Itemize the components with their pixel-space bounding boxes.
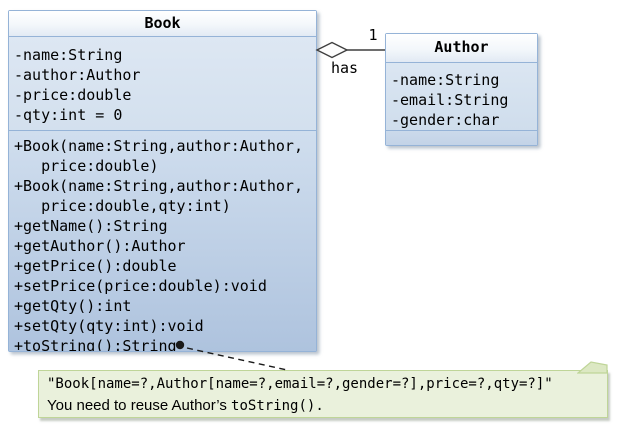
method-line: price:double,qty:int) [14,197,231,215]
attribute-line: -name:String [391,71,500,89]
attribute-line: -gender:char [391,111,500,129]
method-line: +getPrice():double [14,257,177,275]
class-title-author: Author [386,34,537,63]
method-line: +Book(name:String,author:Author, [14,137,303,155]
method-line: +setPrice(price:double):void [14,277,267,295]
method-line: +getName():String [14,217,168,235]
method-line: price:double) [14,157,159,175]
attribute-line: -price:double [14,86,132,104]
author-methods-compartment-empty [386,131,537,145]
note-instruction-code: toString(). [231,398,324,414]
method-line: +toString():String [14,337,177,351]
note-tostring-format: "Book[name=?,Author[name=?,email=?,gende… [47,376,553,392]
book-attributes-compartment: -name:String -author:Author -price:double -… [9,37,316,131]
method-line: +setQty(qty:int):void [14,317,204,335]
attribute-line: -author:Author [14,66,141,84]
note-instruction-text: You need to reuse Author’s [47,397,232,414]
author-attributes-compartment: -name:String -email:String -gender:char [386,63,537,131]
attribute-line: -qty:int = 0 [14,106,123,124]
method-line: +getAuthor():Author [14,237,186,255]
method-line: +getQty():int [14,297,132,315]
class-title-book: Book [9,11,316,37]
book-methods-compartment: +Book(name:String,author:Author, price:d… [9,131,316,351]
note-folded-corner-icon [577,361,608,374]
multiplicity-label: 1 [368,26,378,44]
note-box: "Book[name=?,Author[name=?,email=?,gende… [38,361,608,418]
note-instruction: You need to reuse Author’s toString(). [47,395,599,417]
method-line: +Book(name:String,author:Author, [14,177,303,195]
aggregation-diamond-icon [315,41,349,59]
association-label: has [331,59,359,77]
attribute-line: -name:String [14,46,123,64]
class-box-author: Author -name:String -email:String -gender:… [385,33,538,146]
class-box-book: Book -name:String -author:Author -price:do… [8,10,317,352]
attribute-line: -email:String [391,91,509,109]
